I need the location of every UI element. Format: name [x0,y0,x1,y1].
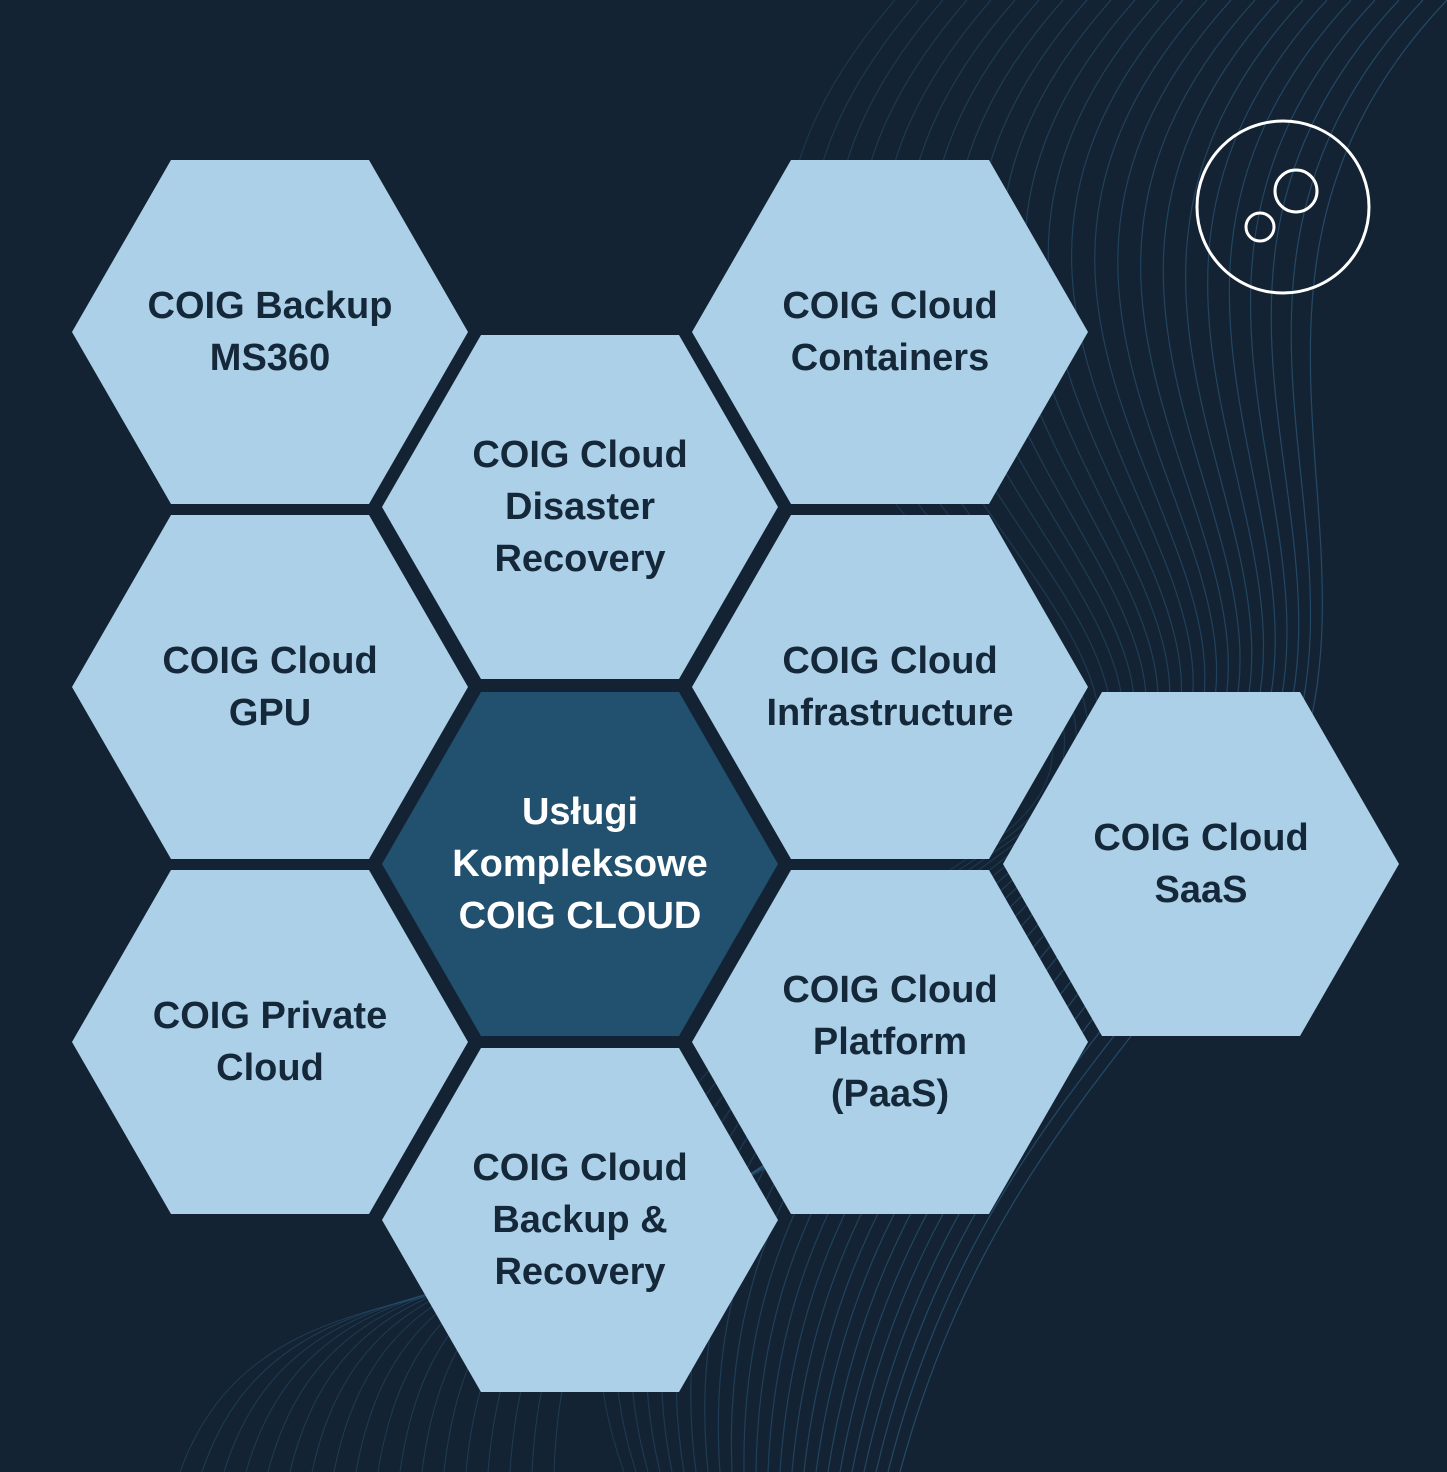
hex-label-saas: COIG Cloud SaaS [1093,817,1309,911]
hex-label-containers: COIG Cloud Containers [782,285,998,379]
hex-label-center: Usługi Kompleksowe COIG CLOUD [452,791,708,937]
hex-label-backup-recovery: COIG Cloud Backup & Recovery [472,1147,688,1293]
hex-label-gpu: COIG Cloud GPU [162,640,378,734]
hex-label-paas: COIG Cloud Platform (PaaS) [782,969,998,1115]
hex-backup-recovery: COIG Cloud Backup & Recovery [382,1048,778,1392]
hex-label-infrastructure: COIG Cloud Infrastructure [766,640,1014,734]
bubbles-logo-icon [1195,119,1371,295]
hex-label-disaster-recovery: COIG Cloud Disaster Recovery [472,434,688,580]
hex-label-backup-ms360: COIG Backup MS360 [147,285,393,379]
hex-label-private-cloud: COIG Private Cloud [152,995,388,1089]
